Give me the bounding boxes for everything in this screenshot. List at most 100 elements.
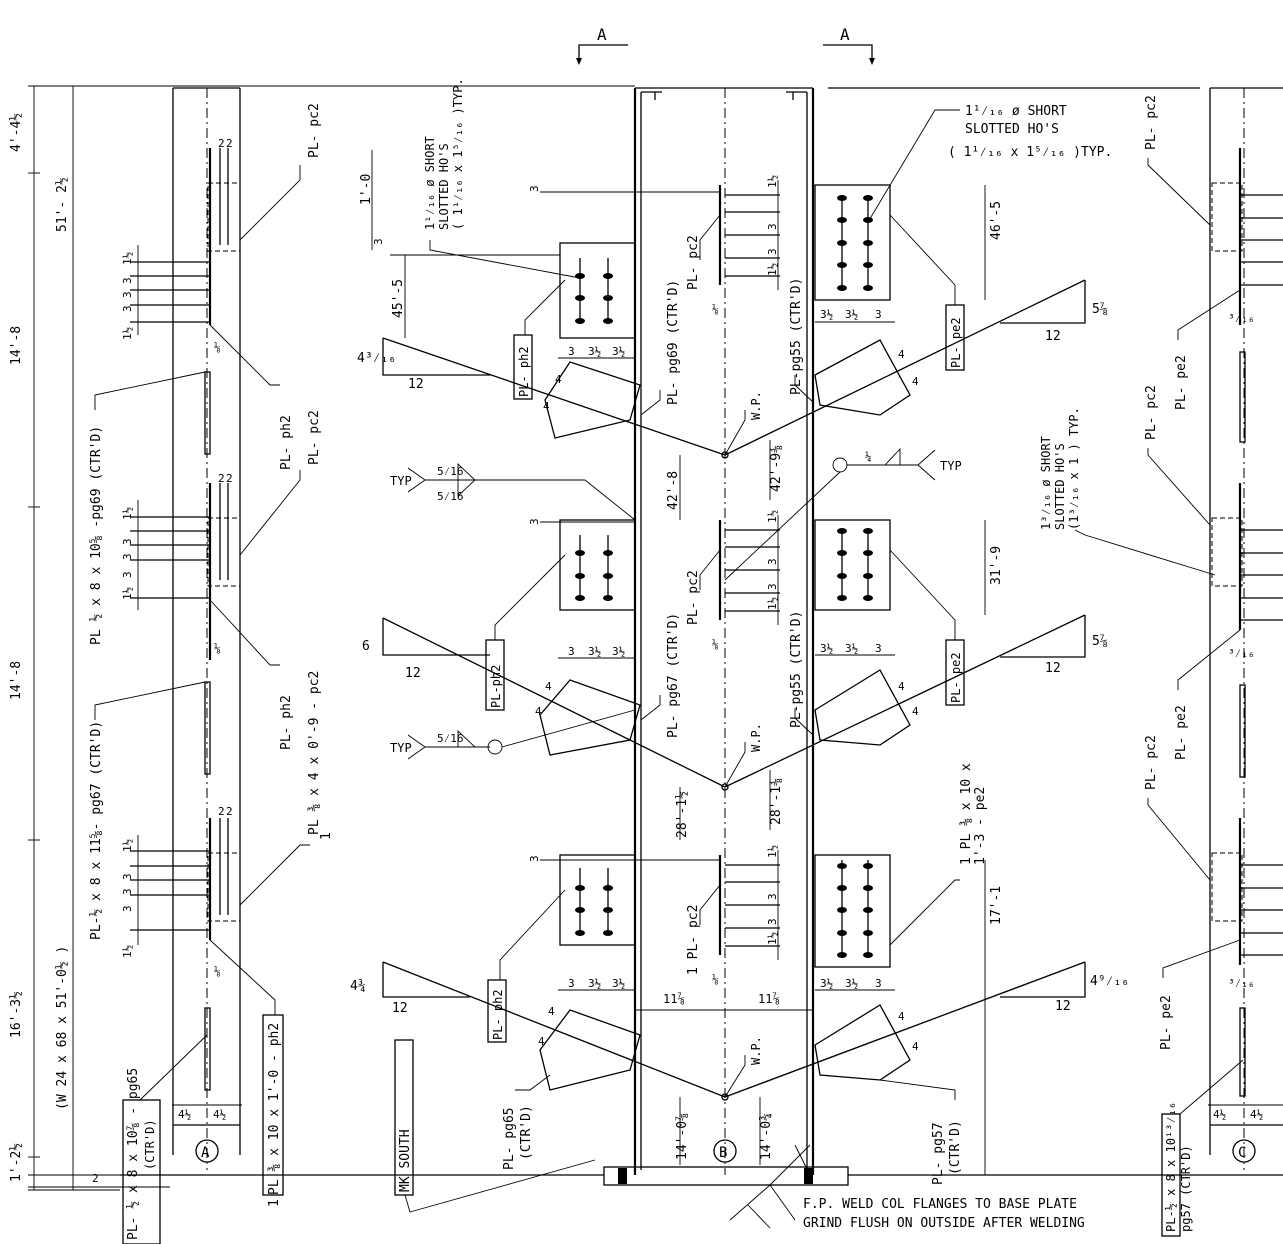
drawing-annotation: 3 <box>121 905 134 912</box>
drawing-annotation: 4 <box>535 705 542 718</box>
weld-symbols: TYP 5⁄16 5⁄16 TYP 5⁄16 TYP ¼ <box>390 447 962 760</box>
drawing-annotation: 1 <box>319 832 334 840</box>
drawing-annotation: 3 <box>875 308 882 321</box>
col-a-connection-1: 2 2 1½ 3 3 3 1½ ⅛ <box>121 137 241 455</box>
drawing-annotation: 4½ <box>213 1108 226 1121</box>
drawing-annotation: 4 <box>912 1040 919 1053</box>
drawing-annotation: ³⁄₁₆ <box>1228 647 1254 660</box>
drawing-annotation: 12 <box>1045 661 1061 676</box>
drawing-annotation: 3 <box>121 277 134 284</box>
drawing-annotation: PL ⅜ x 4 x 0'-9 - pc2 <box>307 671 322 835</box>
drawing-annotation: 12 <box>408 377 424 392</box>
drawing-annotation: 4 <box>538 1035 545 1048</box>
drawing-annotation: 4 <box>555 373 562 386</box>
drawing-annotation: 2 <box>218 472 225 485</box>
drawing-annotation: 5⁄16 <box>437 465 463 478</box>
drawing-annotation: 17'-1 <box>989 886 1004 925</box>
drawing-annotation: 2 <box>226 472 233 485</box>
drawing-annotation: 2 <box>226 137 233 150</box>
drawing-annotation: 4'-4½ <box>9 113 24 152</box>
section-mark-label: A <box>840 25 850 44</box>
drawing-annotation: PL- pc2 <box>686 235 701 290</box>
drawing-annotation: PL ½ x 8 x 10⅝ -pg69 (CTR'D) <box>89 426 104 645</box>
col-a-connection-2: 2 2 1½ 3 3 3 1½ ⅛ <box>121 472 241 775</box>
drawing-annotation: 14'-0¾ <box>759 1113 774 1160</box>
drawing-annotation: 3 <box>121 553 134 560</box>
drawing-annotation: 3 <box>121 873 134 880</box>
gusset-left-3: 3 3½ 3½ PL- ph2 <box>487 854 636 1043</box>
left-dimension-chain: 4'-4½ 51'- 2½ 14'-8 14'-8 16'-3½ 1'-2½ 2… <box>9 85 635 1191</box>
drawing-annotation: PL- pc2 <box>686 570 701 625</box>
drawing-annotation: 3 <box>121 888 134 895</box>
drawing-annotation: 4½ <box>1250 1108 1263 1121</box>
drawing-annotation: TYP <box>390 741 412 755</box>
drawing-annotation: 1½ <box>766 932 779 945</box>
drawing-annotation: 1'-0 <box>359 174 374 205</box>
drawing-annotation: 4 <box>548 1005 555 1018</box>
drawing-annotation: 51'- 2½ <box>55 177 70 232</box>
drawing-annotation: 1'-3 - pe2 <box>973 787 988 865</box>
drawing-annotation: 28'-1⅜ <box>769 778 784 825</box>
drawing-annotation: ³⁄₁₆ <box>1228 312 1254 325</box>
gusset-right-3: 3½ 3½ 3 1 PL ⅜ x 10 x 1'-3 - pe2 <box>814 763 988 991</box>
drawing-annotation: 1½ <box>766 845 779 858</box>
drawing-annotation: 2 <box>218 137 225 150</box>
drawing-annotation: 1¹⁄₁₆ ø SHORT <box>423 136 437 230</box>
drawing-annotation: 14'-8 <box>9 661 24 700</box>
drawing-annotation: 11⅞ <box>758 992 780 1006</box>
drawing-annotation: ¼ <box>865 450 872 463</box>
drawing-annotation: 3½ <box>612 645 625 658</box>
drawing-annotation: MK SOUTH <box>398 1129 413 1192</box>
drawing-annotation: (1³⁄₁₆ x 1 ) TYP. <box>1067 407 1081 530</box>
gusset-right-1: 3½ 3½ 3 PL- pe2 <box>814 184 965 371</box>
drawing-annotation: 4 <box>543 400 550 413</box>
gusset-right-2: 3½ 3½ 3 PL- pe2 <box>814 519 965 706</box>
drawing-annotation: 3½ <box>588 977 601 990</box>
drawing-annotation: 1½ <box>766 263 779 276</box>
drawing-annotation: 1½ <box>766 175 779 188</box>
drawing-annotation: 31'-9 <box>989 546 1004 585</box>
drawing-annotation: 3½ <box>845 977 858 990</box>
drawing-annotation: PL- ph2 <box>491 989 505 1040</box>
drawing-annotation: 3 <box>568 345 575 358</box>
drawing-annotation: PL- pg67 (CTR'D) <box>666 613 681 738</box>
drawing-annotation: C <box>1238 1145 1246 1161</box>
drawing-annotation: 3½ <box>820 308 833 321</box>
mark-label: MK SOUTH <box>394 1039 596 1213</box>
drawing-annotation: 3 <box>372 238 385 245</box>
drawing-annotation: W.P. <box>749 391 763 420</box>
drawing-annotation: 3 <box>121 291 134 298</box>
drawing-annotation: ⅛ <box>712 303 719 316</box>
drawing-annotation: 16'-3½ <box>9 991 24 1038</box>
drawing-annotation: 3 <box>528 518 541 525</box>
drawing-annotation: TYP <box>940 459 962 473</box>
drawing-annotation: PL- pe2 <box>1174 355 1189 410</box>
drawing-annotation: 4 <box>898 1010 905 1023</box>
drawing-annotation: F.P. WELD COL FLANGES TO BASE PLATE <box>803 1197 1077 1212</box>
drawing-annotation: 1 <box>267 1199 282 1207</box>
drawing-annotation: 4 <box>898 680 905 693</box>
drawing-annotation: 3½ <box>820 642 833 655</box>
drawing-annotation: 28'-1½ <box>675 791 690 838</box>
drawing-annotation: PL- pc2 <box>1144 735 1159 790</box>
drawing-annotation: 11⅞ <box>663 992 685 1006</box>
drawing-annotation: 3 <box>121 538 134 545</box>
drawing-annotation: 12 <box>1045 329 1061 344</box>
drawing-annotation: (CTR'D) <box>948 1120 963 1175</box>
drawing-annotation: 3 <box>766 893 779 900</box>
drawing-annotation: 1³⁄₁₆ ø SHORT <box>1039 436 1053 530</box>
section-marker-right: A <box>823 25 875 65</box>
drawing-annotation: 1½ <box>121 587 134 600</box>
grid-bubble-b <box>713 1139 737 1163</box>
section-mark-label: A <box>597 25 607 44</box>
drawing-annotation: 4 <box>545 680 552 693</box>
drawing-annotation: 1½ <box>121 945 134 958</box>
braces <box>382 279 1086 1101</box>
drawing-annotation: 14'-0⅞ <box>675 1113 690 1160</box>
drawing-annotation: 3 <box>766 223 779 230</box>
drawing-annotation: ⅛ <box>214 642 221 655</box>
drawing-annotation: 3 <box>766 583 779 590</box>
drawing-annotation: PL- pg69 (CTR'D) <box>666 280 681 405</box>
drawing-annotation: 1¹⁄₁₆ ø SHORT <box>965 104 1067 119</box>
